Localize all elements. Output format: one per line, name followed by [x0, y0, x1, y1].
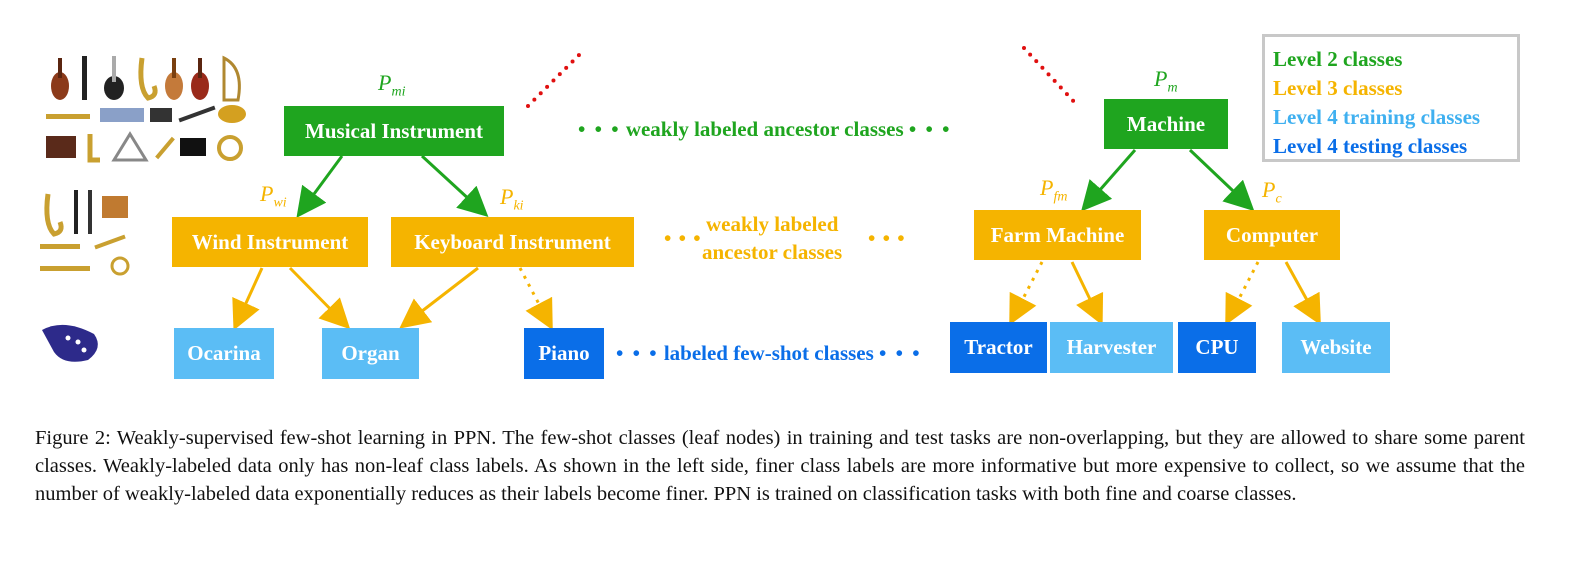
node-website: Website [1282, 322, 1390, 373]
horn-icon [217, 135, 243, 161]
clarinet-icon [74, 190, 78, 234]
saxophone-icon [138, 57, 158, 101]
flute-icon [178, 105, 216, 123]
legend-level4-test: Level 4 testing classes [1273, 134, 1468, 158]
legend-level2: Level 2 classes [1273, 47, 1403, 71]
edge-wi-organ [288, 266, 351, 330]
edge-fm-tractor [1009, 261, 1044, 326]
edge-m-fm [1081, 149, 1137, 212]
node-musical-instrument: Musical Instrument [284, 106, 504, 156]
prob-label-mi: Pmi [378, 70, 406, 100]
trombone-icon [155, 136, 175, 160]
node-computer: Computer [1204, 210, 1340, 260]
figure-caption: Figure 2: Weakly-supervised few-shot lea… [35, 427, 1525, 505]
edge-ki-organ [399, 266, 479, 329]
edge-mi-wi [296, 155, 344, 218]
violin-icon [51, 58, 69, 100]
edges-layer [232, 46, 1321, 331]
instrument-images [40, 55, 246, 362]
harp-icon [222, 55, 241, 102]
edge-ki-piano [518, 267, 553, 331]
horn-icon [110, 256, 130, 276]
xylophone-icon [100, 108, 144, 122]
edge-m-c [1188, 148, 1255, 212]
trumpet-icon [40, 244, 80, 249]
node-cpu: CPU [1178, 322, 1256, 373]
node-wind-instrument: Wind Instrument [172, 217, 368, 267]
hierarchy-diagram: Pfm Pmi Pm Pwi Pki Pc Musical Instrument… [40, 34, 1520, 379]
level3-ellipsis-annotation: weakly labeled ancestor classes • • • • … [664, 212, 906, 268]
edge-mi-ki [420, 154, 489, 218]
red-ellipsis-right [1022, 46, 1080, 108]
edge-fm-harvester [1070, 261, 1104, 326]
level2-ellipsis-annotation: • • • weakly labeled ancestor classes • … [578, 117, 952, 141]
node-ocarina: Ocarina [174, 328, 274, 379]
node-farm-machine: Farm Machine [974, 210, 1141, 260]
guitar-icon [104, 56, 124, 100]
node-harvester: Harvester [1050, 322, 1173, 373]
clarinet-icon [82, 56, 87, 100]
legend-level4-train: Level 4 training classes [1273, 105, 1481, 129]
triangle-icon [111, 131, 149, 162]
piano-icon [46, 136, 76, 158]
piano-icon [180, 138, 206, 156]
drum-icon [150, 108, 172, 122]
ocarina-icon [42, 324, 98, 362]
trombone-icon [40, 266, 90, 271]
clarinet-icon [88, 190, 92, 234]
prob-label-m: Pm [1154, 66, 1178, 96]
violin-icon [165, 58, 183, 100]
prob-label-wi: Pwi [260, 181, 287, 211]
node-piano: Piano [524, 328, 604, 379]
prob-label-c: Pc [1262, 177, 1282, 207]
legend-level3: Level 3 classes [1273, 76, 1403, 100]
edge-c-website [1284, 261, 1321, 326]
prob-label-fm: Pfm [1040, 175, 1068, 205]
horn-icon [87, 134, 100, 163]
edge-c-cpu [1225, 261, 1260, 326]
node-machine: Machine [1104, 99, 1228, 149]
node-keyboard-instrument: Keyboard Instrument [391, 217, 634, 267]
level3-dots-right: • • • [868, 226, 906, 250]
node-organ: Organ [322, 328, 419, 379]
pan-flute-icon [102, 196, 128, 218]
trumpet-icon [46, 114, 90, 119]
node-tractor: Tractor [950, 322, 1047, 373]
level4-ellipsis-annotation: • • • labeled few-shot classes • • • [616, 341, 922, 365]
level3-annotation-line1: weakly labeled [706, 212, 839, 236]
cymbal-icon [218, 105, 246, 123]
edge-wi-ocarina [232, 267, 264, 331]
level3-dots-left: • • • [664, 226, 702, 250]
prob-label-ki: Pki [500, 184, 524, 214]
saxophone-icon [44, 193, 64, 237]
level3-annotation-line2: ancestor classes [702, 240, 843, 264]
violin-icon [191, 58, 209, 100]
red-ellipsis-left [526, 50, 584, 108]
flute-icon [94, 234, 126, 250]
legend: Level 2 classes Level 3 classes Level 4 … [1262, 34, 1520, 162]
